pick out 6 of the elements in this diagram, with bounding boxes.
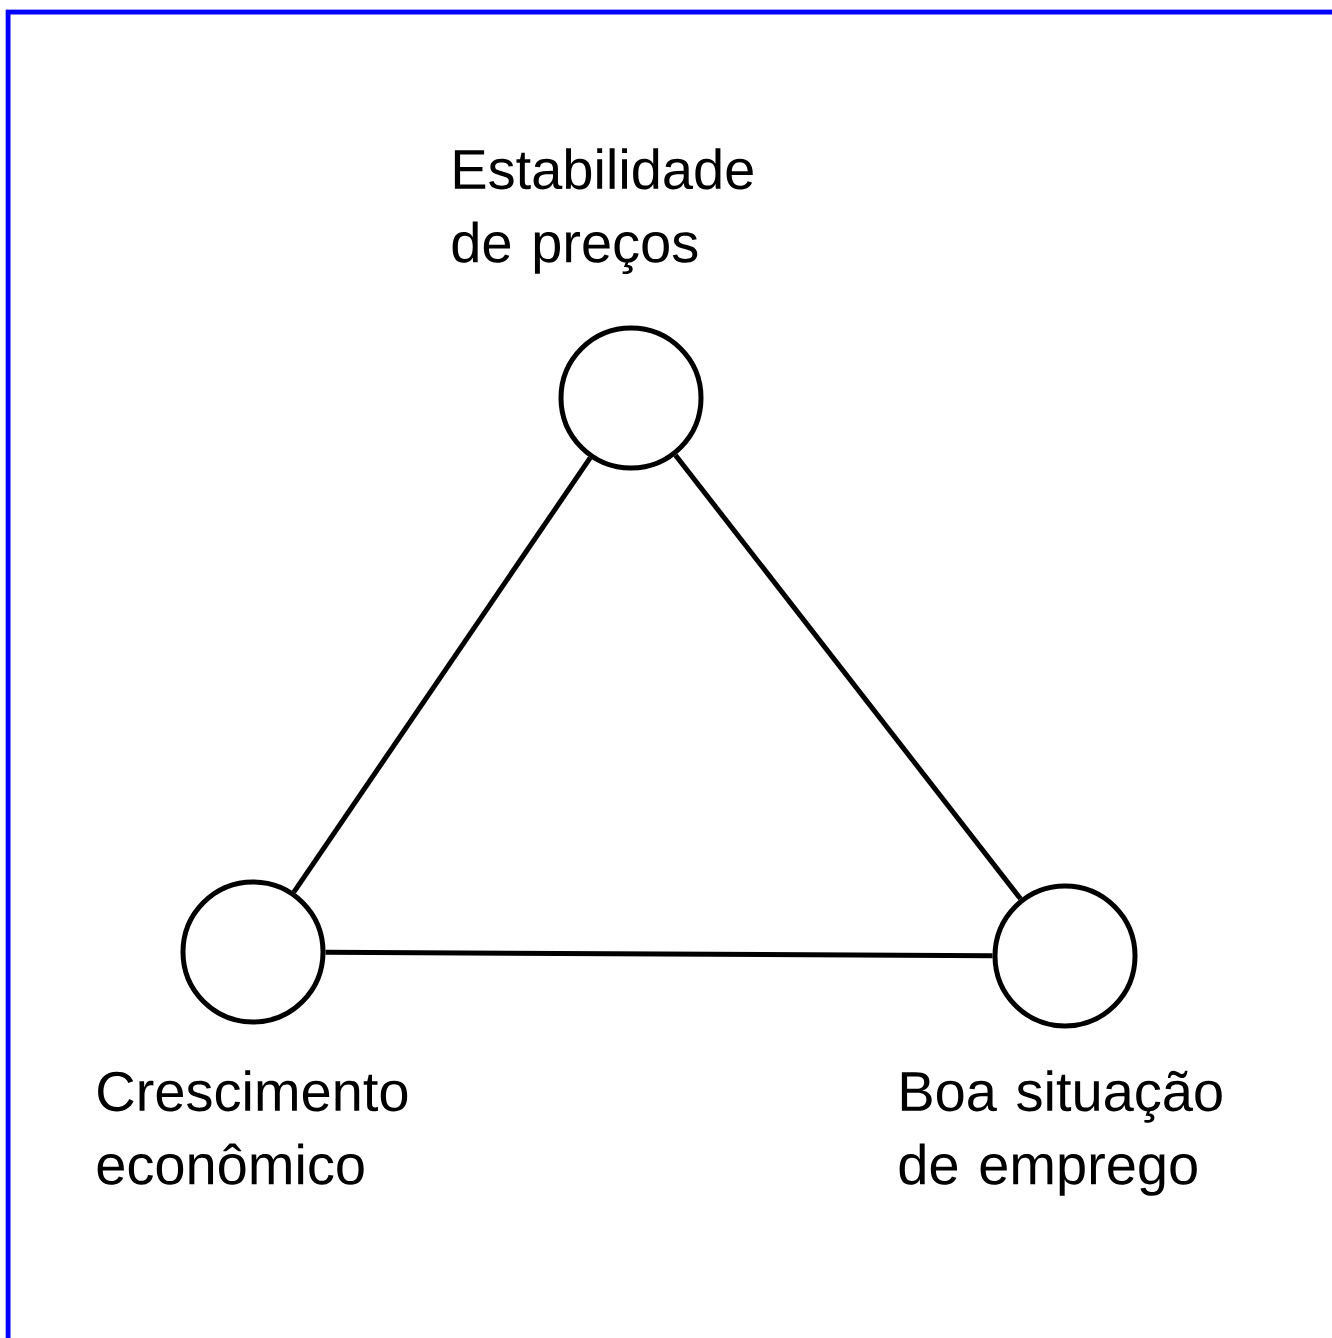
circle-label: Boa situação de emprego [899,1070,1222,1196]
circle-label: Estabilidade de preços [452,148,753,275]
connector-line [673,453,1023,901]
circle-label: Crescimento econômico [97,1070,408,1185]
connector-line [291,456,593,894]
connector-line [325,949,993,959]
